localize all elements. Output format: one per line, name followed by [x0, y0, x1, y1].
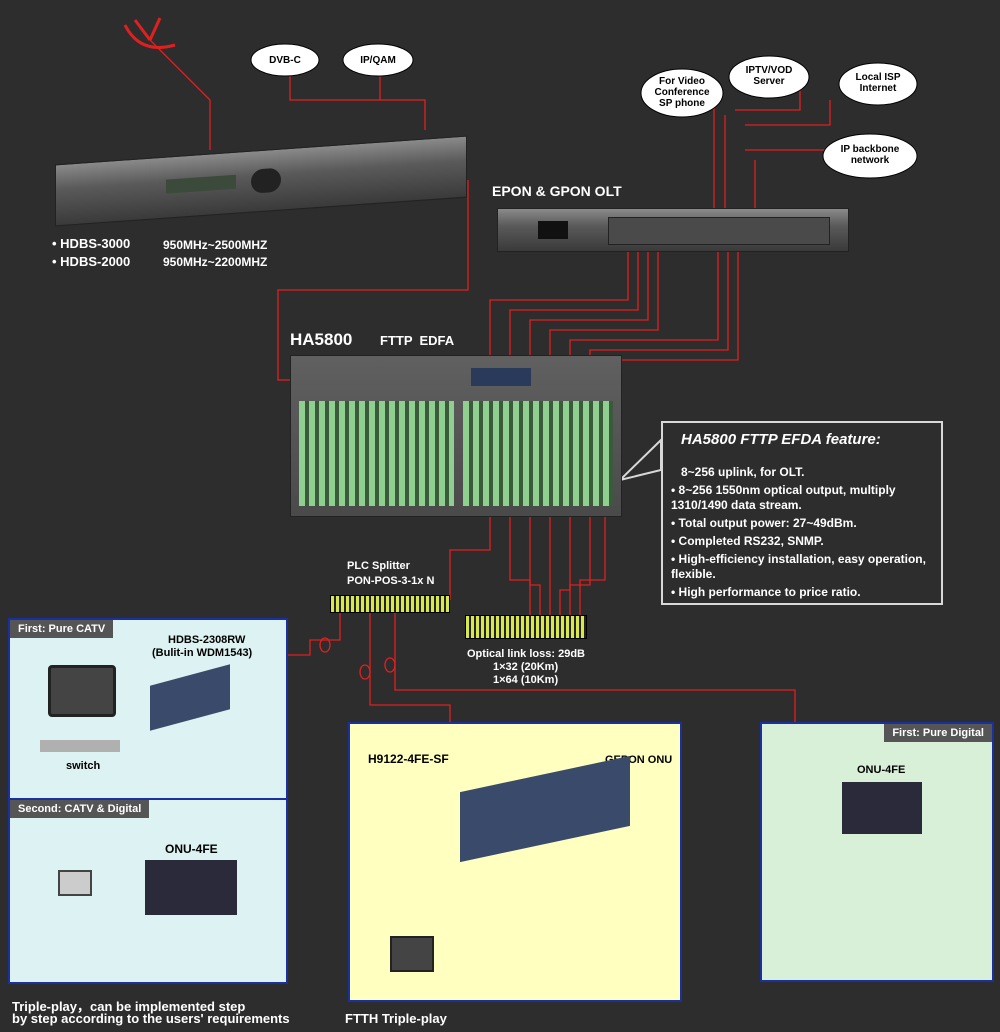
feature-item: • Completed RS232, SNMP.	[671, 534, 824, 548]
switch-label: switch	[66, 760, 101, 772]
transmitter-display	[166, 174, 236, 194]
panel-pure-catv: First: Pure CATV HDBS-2308RW (Bulit-in W…	[8, 618, 288, 802]
optical-loss-1: Optical link loss: 29dB	[467, 648, 585, 660]
transmitter-model-1: • HDBS-3000	[52, 236, 131, 251]
edfa-model: HA5800	[290, 330, 353, 349]
transmitter-keypad	[251, 167, 281, 194]
panel-pure-digital: First: Pure Digital ONU-4FE	[760, 722, 994, 982]
olt-rack	[497, 208, 849, 252]
edfa-chassis	[290, 355, 622, 517]
catv-digital-device: ONU-4FE	[165, 842, 218, 856]
feature-list: 8~256 uplink, for OLT. • 8~256 1550nm op…	[671, 465, 941, 603]
transmitter-range-1: 950MHz~2500MHZ	[163, 238, 268, 252]
plc-splitter	[330, 595, 450, 613]
transmitter-model-2: • HDBS-2000	[52, 254, 131, 269]
footer-line-2: by step according to the users' requirem…	[12, 1011, 290, 1026]
tv-icon	[390, 936, 434, 972]
ip-backbone-label: IP backbone network	[840, 144, 900, 166]
panel-ftth: H9122-4FE-SF GEPON ONU	[348, 722, 682, 1002]
feature-box: HA5800 FTTP EFDA feature: 8~256 uplink, …	[661, 421, 943, 605]
optical-loss-2: 1×32 (20Km)	[493, 661, 559, 673]
feature-item: 8~256 uplink, for OLT.	[681, 465, 805, 479]
ip-backbone-cloud: IP backbone network	[822, 132, 918, 180]
iptv-cloud: IPTV/VOD Server	[728, 55, 810, 99]
feature-title: HA5800 FTTP EFDA feature:	[681, 431, 881, 448]
splitter-label: PLC Splitter	[347, 560, 410, 572]
onu-device	[145, 860, 237, 915]
edfa-type: FTTP EDFA	[380, 333, 455, 348]
dvbc-label: DVB-C	[269, 55, 301, 66]
panel-catv-tag: First: Pure CATV	[10, 620, 114, 638]
video-conf-cloud: For Video Conference SP phone	[640, 68, 724, 118]
local-isp-label: Local ISP Internet	[855, 72, 901, 94]
panel-catv-digital-tag: Second: CATV & Digital	[10, 800, 150, 818]
feature-item: • Total output power: 27~49dBm.	[671, 516, 857, 530]
transmitter-range-2: 950MHz~2200MHZ	[163, 255, 268, 269]
optical-receiver	[150, 664, 230, 731]
gepon-onu-device	[460, 755, 630, 863]
optical-loss-3: 1×64 (10Km)	[493, 674, 559, 686]
tv-icon	[48, 665, 116, 717]
catv-device: HDBS-2308RW	[168, 634, 246, 646]
feature-item: • High performance to price ratio.	[671, 585, 861, 599]
panel-catv-digital: Second: CATV & Digital ONU-4FE	[8, 798, 288, 984]
dvbc-cloud: DVB-C	[250, 42, 320, 78]
digital-device: ONU-4FE	[857, 764, 906, 776]
ftth-device: H9122-4FE-SF	[368, 752, 449, 766]
iptv-label: IPTV/VOD Server	[745, 65, 793, 87]
ipqam-cloud: IP/QAM	[342, 42, 414, 78]
video-conf-label: For Video Conference SP phone	[654, 76, 710, 109]
olt-title: EPON & GPON OLT	[492, 183, 622, 199]
switch-icon	[40, 740, 120, 752]
feature-item: • High-efficiency installation, easy ope…	[671, 552, 926, 581]
panel-digital-tag: First: Pure Digital	[884, 724, 992, 742]
feature-item: • 8~256 1550nm optical output, multiply …	[671, 483, 896, 512]
onu-device	[842, 782, 922, 834]
footer-line-1: Triple-play，can be implemented step	[12, 999, 246, 1014]
ipqam-label: IP/QAM	[360, 55, 396, 66]
local-isp-cloud: Local ISP Internet	[838, 62, 918, 106]
splitter-model: PON-POS-3-1x N	[347, 575, 435, 587]
pc-icon	[58, 870, 92, 896]
splitter-2	[465, 615, 587, 639]
catv-device-note: (Bulit-in WDM1543)	[152, 647, 253, 659]
footer-ftth: FTTH Triple-play	[345, 1011, 447, 1026]
